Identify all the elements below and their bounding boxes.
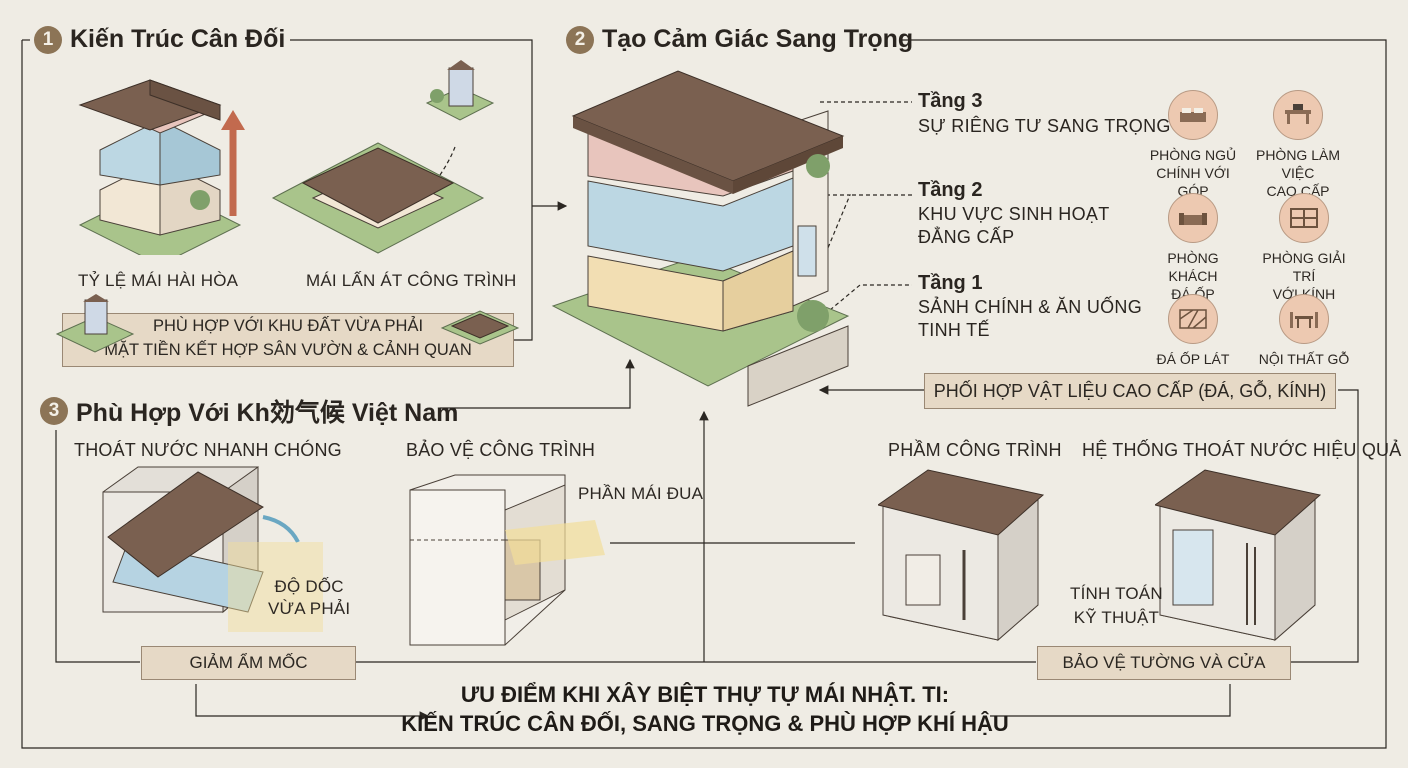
up-arrow-icon [221,110,245,216]
eave-section-illustration [409,474,605,646]
mold-box: GIẢM ẨM MỐC [141,646,356,680]
slope-label-line2: VỪA PHẢI [268,599,351,618]
bed-icon [1168,90,1218,140]
calc-label: TÍNH TOÁN KỸ THUẬT [1070,582,1163,630]
section-1-title: 1 Kiến Trúc Cân Đối [34,25,285,54]
floor-1-desc-line1: SẢNH CHÍNH & ĂN UỐNG [918,297,1143,317]
slope-label-line1: ĐỘ DỐC [274,577,344,596]
sofa-icon [1168,193,1218,243]
drain-title: THOÁT NƯỚC NHANH CHÓNG [74,440,342,460]
desk-icon [1273,90,1323,140]
calc-label-line2: KỸ THUẬT [1073,608,1160,627]
protect-title: BẢO VỆ CÔNG TRÌNH [406,440,596,460]
section-3-title-text: Phù Hợp Với Kh効气候 Việt Nam [76,399,459,427]
section-1-badge: 1 [34,25,62,54]
wall-title: PHẦM CÔNG TRÌNH [888,440,1062,460]
room-0-line1: PHÒNG NGỦ [1149,147,1237,163]
room-1-line1: PHÒNG LÀM VIỆC [1255,147,1340,181]
footer-line2: KIẾN TRÚC CÂN ĐỐI, SANG TRỌNG & PHÙ HỢP … [401,711,1009,736]
land-fit-line1: PHÙ HỢP VỚI KHU ĐẤT VỪA PHẢI [152,317,424,335]
eave-label: PHẦN MÁI ĐUA [578,484,704,503]
slope-label: ĐỘ DỐC VỪA PHẢI [268,576,350,620]
section-1-title-text: Kiến Trúc Cân Đối [70,25,286,53]
wood-table-icon [1279,294,1329,344]
land-fit-line2: MẶT TIỀN KẾT HỢP SÂN VƯỜN & CẢNH QUAN [104,341,472,359]
small-house-icon [425,60,495,121]
drainage-cube-illustration [102,466,323,632]
system-title: HỆ THỐNG THOÁT NƯỚC HIỆU QUẢ [1082,440,1402,460]
room-wood-furniture: NỘI THẤT GỖ [1254,294,1354,368]
footer-summary: ƯU ĐIỂM KHI XÂY BIỆT THỰ TỰ MÁI NHẬT. TI… [300,680,1110,738]
floor-2-desc-line2: ĐẲNG CẤP [918,227,1015,247]
bungalow-thumbnail-icon [440,310,520,345]
floor-2-label: Tầng 2 [918,179,983,201]
floor-1-desc-line2: TINH TẾ [918,320,990,340]
room-3-line1: PHÒNG GIẢI TRÍ [1262,250,1346,284]
section-3-badge: 3 [40,397,68,425]
room-living: PHÒNG KHÁCHĐÁ ỐP [1143,193,1243,303]
floor-3-desc-line1: SỰ RIÊNG TƯ SANG TRỌNG [918,116,1171,136]
protect-wall-door-box: BẢO VỆ TƯỜNG VÀ CỬA [1037,646,1291,680]
caption-balanced-roof: TỶ LỆ MÁI HÀI HÒA [78,271,239,290]
room-2-line1: PHÒNG KHÁCH [1167,250,1219,284]
floor-1-label: Tầng 1 [918,272,983,294]
floor-1-desc: SẢNH CHÍNH & ĂN UỐNG TINH TẾ [918,296,1142,342]
villa-thumbnail-icon [55,294,135,353]
caption-overbearing-roof: MÁI LẤN ÁT CÔNG TRÌNH [306,271,517,290]
floor-3-label: Tầng 3 [918,90,983,112]
floor-2-desc-line1: KHU VỰC SINH HOẠT [918,204,1110,224]
room-stone-tile: ĐÁ ỐP LÁT [1143,294,1243,368]
wall-protection-cube-illustration [878,469,1045,642]
room-5-line1: NỘI THẤT GỖ [1258,351,1350,367]
shelf-icon [1279,193,1329,243]
section-2-title-text: Tạo Cảm Giác Sang Trọng [602,25,914,53]
floor-3-desc: SỰ RIÊNG TƯ SANG TRỌNG [918,115,1171,138]
land-fit-box: PHÙ HỢP VỚI KHU ĐẤT VỪA PHẢI MẶT TIỀN KẾ… [62,313,514,367]
calc-label-line1: TÍNH TOÁN [1070,584,1163,603]
stone-tile-icon [1168,294,1218,344]
overbearing-roof-house-illustration [271,142,485,254]
room-4-line1: ĐÁ ỐP LÁT [1156,351,1230,367]
footer-line1: ƯU ĐIỂM KHI XÂY BIỆT THỰ TỰ MÁI NHẬT. TI… [460,682,950,707]
floor-2-desc: KHU VỰC SINH HOẠT ĐẲNG CẤP [918,203,1110,249]
drain-system-cube-illustration [1155,469,1322,642]
section-2-badge: 2 [566,25,594,54]
balanced-roof-house-illustration [78,79,242,255]
section-2-title: 2 Tạo Cảm Giác Sang Trọng [566,25,913,54]
materials-box: PHỐI HỢP VẬT LIỆU CAO CẤP (ĐÁ, GỖ, KÍNH) [924,373,1336,409]
section-3-title: 3 Phù Hợp Với Kh効气候 Việt Nam [40,393,458,429]
villa-cutaway-illustration [551,70,850,407]
